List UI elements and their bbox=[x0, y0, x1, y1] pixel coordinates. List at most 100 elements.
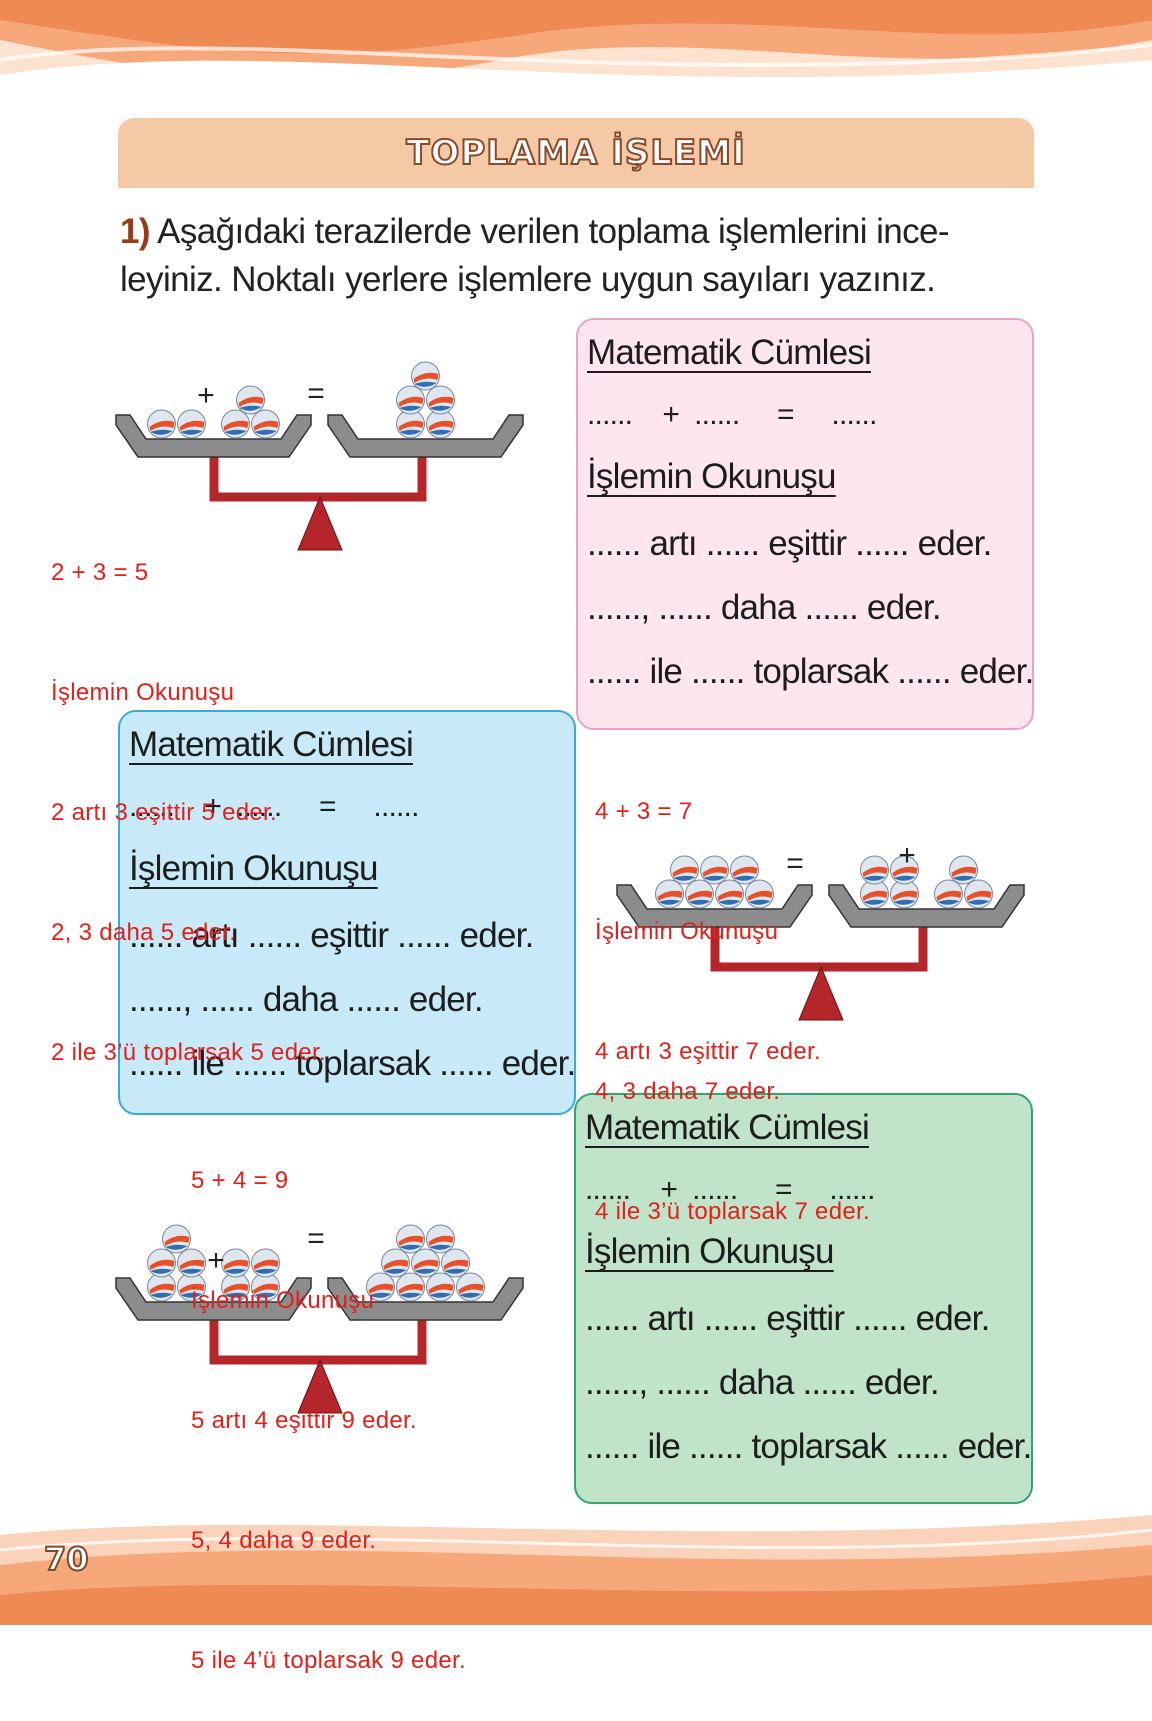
reading-line-1[interactable]: ...... artı ...... eşittir ...... eder. bbox=[129, 916, 534, 955]
marble-icon bbox=[147, 409, 176, 439]
marble-icon bbox=[396, 409, 425, 439]
marble-icon bbox=[441, 1248, 470, 1278]
marble-icon bbox=[396, 1272, 425, 1302]
marble-icon bbox=[177, 409, 206, 439]
marble-icon bbox=[396, 1224, 425, 1254]
marble-icon bbox=[147, 1248, 176, 1278]
marble-icon bbox=[162, 1224, 191, 1254]
marble-icon bbox=[147, 1272, 176, 1302]
plus-sign: + bbox=[898, 839, 916, 872]
marble-icon bbox=[251, 409, 280, 439]
page-number: 70 bbox=[43, 1539, 90, 1579]
question-number: 1) bbox=[120, 212, 151, 251]
reading-heading: İşlemin Okunuşu bbox=[587, 457, 836, 496]
plus-sign: + bbox=[207, 1244, 225, 1277]
marble-icon bbox=[411, 361, 440, 391]
answer-text-3: 4, 3 daha 7 eder. 4 ile 3’ü toplarsak 7 … bbox=[595, 992, 870, 1272]
marble-icon bbox=[411, 1248, 440, 1278]
balance-scale-3: += bbox=[115, 1222, 524, 1414]
marble-icon bbox=[964, 879, 993, 909]
answer-text-4: 5 + 4 = 9 İşlemin Okunuşu 5 artı 4 eşitt… bbox=[191, 1081, 466, 1721]
reading-line-3[interactable]: ...... ile ...... toplarsak ...... eder. bbox=[587, 652, 1034, 691]
marble-icon bbox=[251, 1248, 280, 1278]
instruction-text: Aşağıdaki terazilerde verilen toplama iş… bbox=[120, 212, 950, 299]
title-bar: TOPLAMA İŞLEMİ bbox=[118, 118, 1034, 188]
marble-icon bbox=[860, 855, 889, 885]
math-sentence-heading: Matematik Cümlesi bbox=[585, 1108, 870, 1147]
balance-scale-2: =+ bbox=[616, 839, 1025, 1021]
right-pan bbox=[327, 414, 524, 458]
reading-heading: İşlemin Okunuşu bbox=[129, 849, 378, 888]
marble-icon bbox=[890, 855, 919, 885]
bottom-wave-decoration bbox=[0, 1515, 1152, 1625]
answer-box-1: Matematik Cümlesi ...... + ...... = ....… bbox=[576, 318, 1034, 730]
marble-icon bbox=[426, 385, 455, 415]
marble-icon bbox=[381, 1248, 410, 1278]
answer-line: 4 + 3 = 7 bbox=[595, 798, 693, 825]
marble-icon bbox=[236, 385, 265, 415]
marble-icon bbox=[456, 1272, 485, 1302]
reading-line-2[interactable]: ......, ...... daha ...... eder. bbox=[129, 980, 484, 1019]
equation-blank[interactable]: ...... + ...... = ...... bbox=[585, 1173, 875, 1206]
answer-line: 2 + 3 = 5 bbox=[51, 559, 149, 586]
answer-line: 5, 4 daha 9 eder. bbox=[191, 1527, 377, 1554]
marble-icon bbox=[396, 385, 425, 415]
marble-icon bbox=[685, 879, 714, 909]
equals-sign: = bbox=[786, 847, 804, 880]
reading-heading: İşlemin Okunuşu bbox=[585, 1232, 834, 1271]
marble-icon bbox=[745, 879, 774, 909]
scale-fulcrum bbox=[297, 1358, 343, 1414]
math-sentence-heading: Matematik Cümlesi bbox=[587, 333, 872, 372]
reading-line-3[interactable]: ...... ile ...... toplarsak ...... eder. bbox=[585, 1427, 1032, 1466]
answer-text-2: 4 + 3 = 7 İşlemin Okunuşu 4 artı 3 eşitt… bbox=[595, 712, 821, 1112]
top-wave-decoration bbox=[0, 0, 1152, 110]
instruction: 1) Aşağıdaki terazilerde verilen toplama… bbox=[120, 208, 1040, 304]
reading-line-2[interactable]: ......, ...... daha ...... eder. bbox=[587, 588, 942, 627]
right-pan bbox=[327, 1277, 524, 1321]
answer-line: 5 artı 4 eşittir 9 eder. bbox=[191, 1407, 417, 1434]
answer-text-1: 2 + 3 = 5 İşlemin Okunuşu 2 artı 3 eşitt… bbox=[51, 473, 326, 1113]
scale-beam bbox=[710, 925, 928, 972]
answer-line: 5 ile 4’ü toplarsak 9 eder. bbox=[191, 1647, 466, 1674]
equation-blank[interactable]: ...... + ...... = ...... bbox=[587, 398, 877, 431]
marble-icon bbox=[700, 855, 729, 885]
reading-line-2[interactable]: ......, ...... daha ...... eder. bbox=[585, 1363, 940, 1402]
scale-beam bbox=[209, 1318, 427, 1365]
answer-line: İşlemin Okunuşu bbox=[51, 679, 235, 706]
left-pan bbox=[616, 884, 813, 928]
reading-line-1[interactable]: ...... artı ...... eşittir ...... eder. bbox=[587, 524, 992, 563]
marble-icon bbox=[221, 409, 250, 439]
marble-icon bbox=[177, 1248, 206, 1278]
marble-icon bbox=[934, 879, 963, 909]
marble-icon bbox=[426, 1272, 455, 1302]
scale-beam bbox=[209, 455, 427, 502]
answer-box-2: Matematik Cümlesi ...... + ...... = ....… bbox=[118, 710, 576, 1115]
equation-blank[interactable]: ...... + ...... = ...... bbox=[129, 790, 419, 823]
answer-line: 4, 3 daha 7 eder. bbox=[595, 1078, 781, 1105]
balance-scale-1: += bbox=[115, 361, 524, 551]
reading-line-3[interactable]: ...... ile ...... toplarsak ...... eder. bbox=[129, 1044, 576, 1083]
marble-icon bbox=[860, 879, 889, 909]
answer-line: 4 artı 3 eşittir 7 eder. bbox=[595, 1038, 821, 1065]
equals-sign: = bbox=[307, 1222, 325, 1255]
answer-line: 2 artı 3 eşittir 5 eder. bbox=[51, 799, 277, 826]
marble-icon bbox=[670, 855, 699, 885]
marble-icon bbox=[715, 879, 744, 909]
answer-box-3: Matematik Cümlesi ...... + ...... = ....… bbox=[574, 1093, 1033, 1504]
left-pan bbox=[115, 414, 312, 458]
answer-line: İşlemin Okunuşu bbox=[595, 918, 779, 945]
right-pan bbox=[828, 884, 1025, 928]
scale-fulcrum bbox=[798, 965, 844, 1021]
math-sentence-heading: Matematik Cümlesi bbox=[129, 725, 414, 764]
marble-icon bbox=[426, 1224, 455, 1254]
answer-line: 2, 3 daha 5 eder. bbox=[51, 919, 237, 946]
answer-line: İşlemin Okunuşu bbox=[191, 1287, 375, 1314]
page-title: TOPLAMA İŞLEMİ bbox=[405, 132, 746, 174]
marble-icon bbox=[730, 855, 759, 885]
answer-line: 2 ile 3’ü toplarsak 5 eder. bbox=[51, 1039, 326, 1066]
reading-line-1[interactable]: ...... artı ...... eşittir ...... eder. bbox=[585, 1299, 990, 1338]
answer-line: 5 + 4 = 9 bbox=[191, 1167, 289, 1194]
marble-icon bbox=[949, 855, 978, 885]
marble-icon bbox=[251, 1272, 280, 1302]
marble-icon bbox=[221, 1248, 250, 1278]
